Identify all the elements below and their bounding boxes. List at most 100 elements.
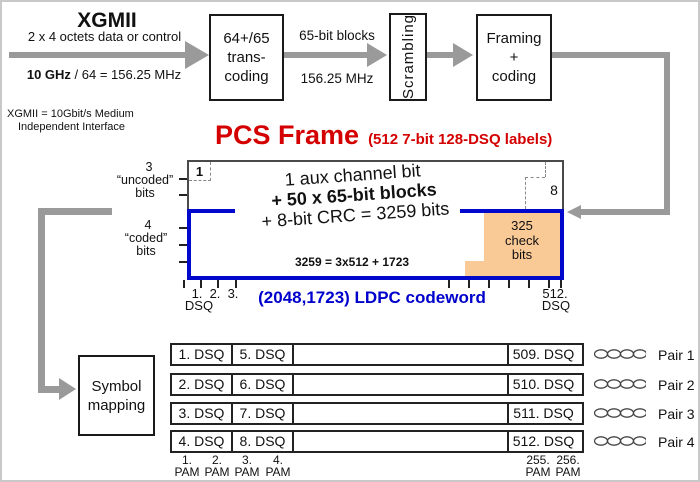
bit1-box: 1 <box>189 162 211 181</box>
pam-label: 2.PAM <box>195 454 239 478</box>
dsq-cell: 1. DSQ <box>172 345 233 364</box>
pair-label: Pair 2 <box>658 377 695 393</box>
framing-line2: + <box>509 49 519 66</box>
ldpc-codeword-label: (2048,1723) LDPC codeword <box>258 288 486 307</box>
pam-word: PAM <box>204 465 230 479</box>
axis-1: 1. <box>191 286 203 301</box>
pam-number: 255. <box>526 453 550 467</box>
scrambling-box: Scrambling <box>389 13 427 101</box>
ldpc-top-edge-right <box>460 209 564 213</box>
axis-tick <box>200 280 202 288</box>
dsq-cell: 5. DSQ <box>233 345 294 364</box>
connector-into-frame-head-icon <box>567 205 581 219</box>
check-bits-line3: bits <box>511 247 533 262</box>
arrow-2-bar <box>284 52 369 58</box>
elbow-head-icon <box>59 378 76 400</box>
xgmii-note-line1: XGMII = 10Gbit/s Medium <box>7 108 134 120</box>
ldpc-codeword-box <box>187 209 564 280</box>
transcoding-line2: trans- <box>227 49 266 66</box>
xgmii-rate: 10 GHz / 64 = 156.25 MHz <box>20 67 188 82</box>
dsq-cell: 509. DSQ <box>512 346 575 362</box>
connector-down-bar <box>664 52 670 215</box>
coded-bits: bits <box>136 244 156 258</box>
bit8-dash-v1 <box>545 162 546 177</box>
ldpc-top-edge-left <box>187 209 235 213</box>
check-bits-label: 325 check bits <box>484 218 560 263</box>
pam-number: 256. <box>556 453 580 467</box>
framing-line3: coding <box>491 68 537 85</box>
axis-tick <box>488 280 490 288</box>
pair-label: Pair 1 <box>658 347 695 363</box>
check-bits-line1: 325 <box>511 218 533 233</box>
pair-label: Pair 4 <box>658 434 695 450</box>
dsq-cell: 2. DSQ <box>172 375 233 394</box>
elbow-top-bar <box>38 208 112 215</box>
frame-tick <box>179 261 187 263</box>
axis-3: 3. <box>227 286 239 301</box>
frame-tick <box>179 227 187 229</box>
xgmii-note-line2: Independent Interface <box>18 121 126 133</box>
connector-into-frame-bar <box>581 209 670 215</box>
pam-word: PAM <box>525 465 551 479</box>
framing-line1: Framing <box>486 30 542 47</box>
twisted-pair-icon <box>594 349 646 359</box>
connector-top-bar <box>552 52 670 58</box>
dsq-cell: 512. DSQ <box>512 433 575 449</box>
pam-number: 3. <box>241 453 252 467</box>
xgmii-rate-bold: 10 GHz <box>26 67 71 82</box>
pam-word: PAM <box>555 465 581 479</box>
arrow-xgmii-head-icon <box>185 41 209 69</box>
twisted-pair-icon <box>594 408 646 418</box>
bit8-dash-h <box>525 177 545 178</box>
axis-tick <box>548 280 550 288</box>
axis-dsq-right: DSQ <box>541 298 571 313</box>
coded-word: “coded” <box>124 231 168 245</box>
xgmii-subtitle: 2 x 4 octets data or control <box>27 29 182 44</box>
axis-tick <box>183 280 185 288</box>
arrow-2-head-icon <box>367 43 387 67</box>
pam-label: 255.PAM <box>516 454 560 478</box>
dsq-cell: 6. DSQ <box>233 375 294 394</box>
symbol-mapping-box: Symbol mapping <box>78 355 155 436</box>
dsq-cell: 510. DSQ <box>512 376 575 392</box>
axis-tick <box>235 280 237 288</box>
pam-word: PAM <box>265 465 291 479</box>
dsq-cell-empty <box>294 345 509 364</box>
dsq-cell: 8. DSQ <box>233 432 294 451</box>
transcoding-line3: coding <box>224 68 269 85</box>
axis-tick <box>560 280 562 288</box>
bit8-label: 8 <box>550 182 558 198</box>
pcs-title-block: PCS Frame (512 7-bit 128-DSQ labels) <box>215 120 552 151</box>
twisted-pair-icon <box>594 436 646 446</box>
dsq-cell: 3. DSQ <box>172 404 233 423</box>
symbol-mapping-line2: mapping <box>87 396 146 414</box>
pam-word: PAM <box>174 465 200 479</box>
arrow-3-bar <box>427 52 455 58</box>
xgmii-title: XGMII <box>77 9 137 32</box>
pam-label: 256.PAM <box>546 454 590 478</box>
frame-tick <box>179 244 187 246</box>
pcs-subtitle: (512 7-bit 128-DSQ labels) <box>368 131 553 148</box>
dsq-cell-empty <box>294 404 509 423</box>
dsq-row-1: 1. DSQ 5. DSQ 509. DSQ <box>170 343 584 366</box>
coded-count: 4 <box>144 218 152 232</box>
transcoding-box: 64+/65 trans- coding <box>209 14 284 101</box>
arrow-3-head-icon <box>453 43 473 67</box>
axis-dsq-left: DSQ <box>184 298 214 313</box>
dsq-cell: 7. DSQ <box>233 404 294 423</box>
frame-tick <box>179 194 187 196</box>
scrambling-label: Scrambling <box>399 14 417 100</box>
xgmii-rate-rest: / 64 = 156.25 MHz <box>70 67 182 82</box>
frame-formula: 3259 = 3x512 + 1723 <box>294 255 410 269</box>
twisted-pair-icon <box>594 379 646 389</box>
dsq-cell: 4. DSQ <box>172 432 233 451</box>
link-rate-label: 156.25 MHz <box>300 71 374 86</box>
framing-box: Framing + coding <box>476 14 552 101</box>
pam-word: PAM <box>234 465 260 479</box>
elbow-bottom-bar <box>38 386 60 393</box>
link-65bit-label: 65-bit blocks <box>299 28 375 43</box>
pam-number: 4. <box>272 453 283 467</box>
pcs-title: PCS Frame <box>215 120 360 150</box>
dsq-row-4: 4. DSQ 8. DSQ 512. DSQ <box>170 430 584 453</box>
